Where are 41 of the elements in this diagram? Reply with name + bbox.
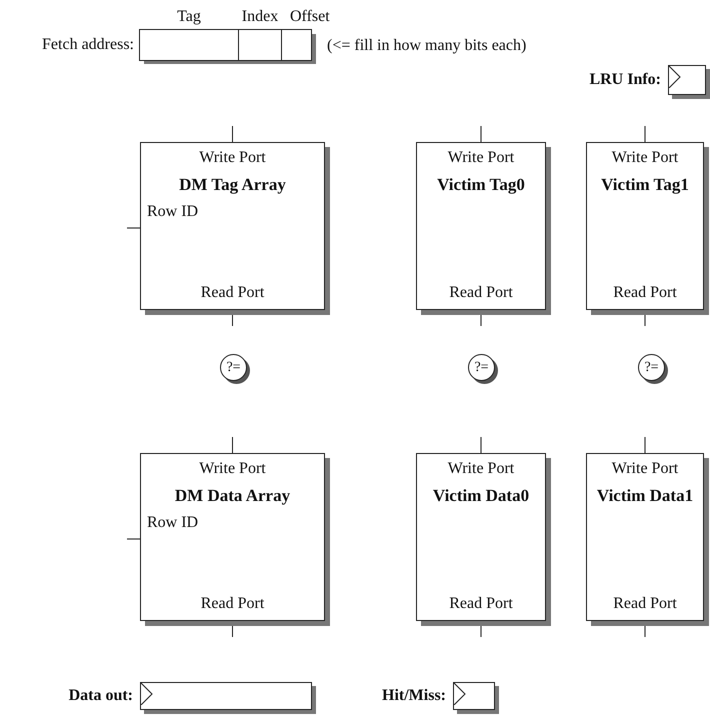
port-stub-line [644, 126, 646, 142]
write-port-label: Write Port [610, 460, 680, 478]
row-id-label: Row ID [147, 514, 198, 532]
comparator-label: ?= [226, 360, 241, 376]
register-label: LRU Info: [589, 71, 661, 89]
comparator-circle [638, 354, 665, 381]
read-port-label: Read Port [200, 284, 266, 302]
array-title: DM Tag Array [178, 176, 287, 195]
field-heading: Offset [290, 8, 330, 26]
register-label: Data out: [68, 687, 133, 705]
write-port-label: Write Port [610, 149, 680, 167]
write-port-label: Write Port [198, 460, 267, 478]
comparator-label: ?= [474, 360, 489, 376]
port-stub-line [232, 126, 233, 142]
array-title: Victim Tag1 [600, 176, 690, 195]
write-port-label: Write Port [446, 149, 516, 167]
write-port-label: Write Port [446, 460, 516, 478]
read-port-label: Read Port [612, 284, 678, 302]
port-stub-line [480, 126, 482, 142]
comparator-label: ?= [644, 360, 659, 376]
register-label: Fetch address: [42, 36, 134, 54]
array-title: Victim Data1 [596, 487, 694, 506]
comparator-circle [468, 354, 495, 381]
array-title: DM Data Array [174, 487, 292, 506]
row-id-label: Row ID [147, 203, 198, 221]
port-stub-line [644, 436, 646, 454]
field-heading: Index [242, 8, 278, 26]
register-label: Hit/Miss: [382, 687, 446, 705]
array-title: Victim Tag0 [436, 176, 526, 195]
comparator-circle [220, 354, 247, 381]
read-port-label: Read Port [448, 595, 514, 613]
write-port-label: Write Port [198, 149, 267, 167]
read-port-label: Read Port [612, 595, 678, 613]
read-port-label: Read Port [448, 284, 514, 302]
read-port-label: Read Port [200, 595, 266, 613]
port-stub-line [126, 538, 140, 540]
array-title: Victim Data0 [432, 487, 530, 506]
port-stub-line [480, 436, 482, 454]
note-text: (<= fill in how many bits each) [327, 37, 526, 55]
port-stub-line [232, 436, 233, 454]
field-heading: Tag [177, 8, 201, 26]
